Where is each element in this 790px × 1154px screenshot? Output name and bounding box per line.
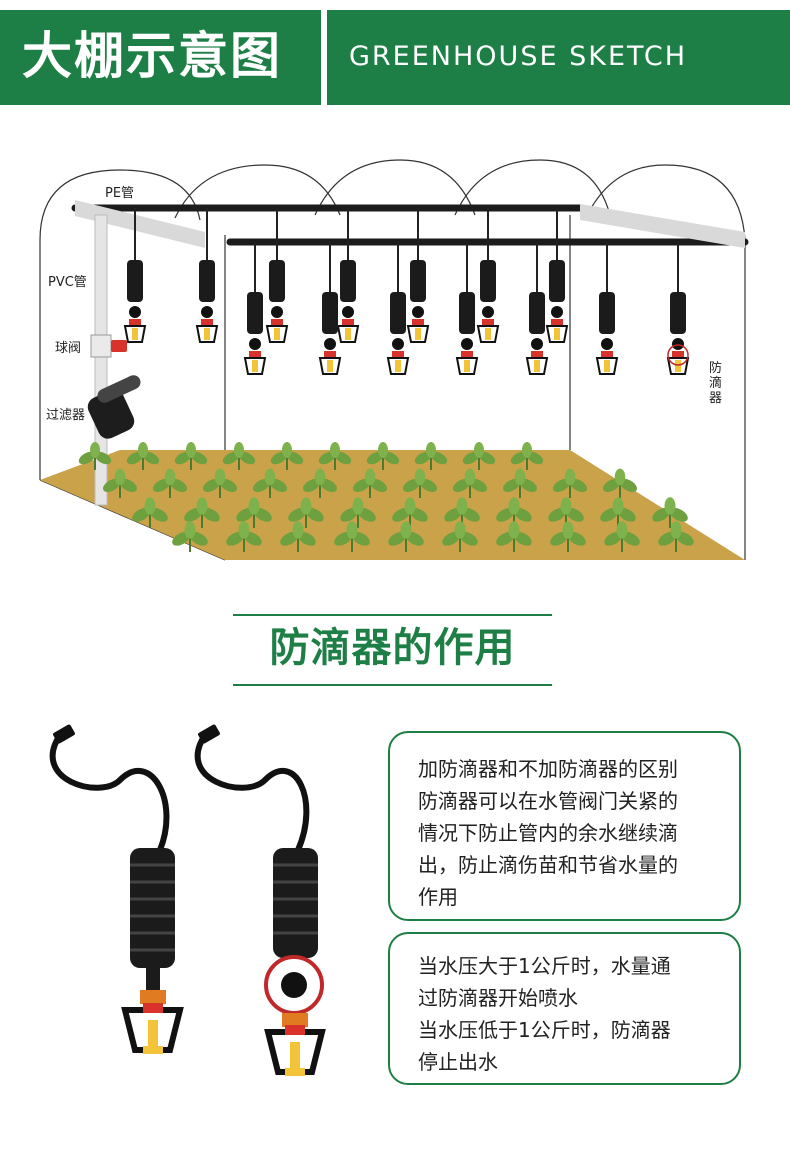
seedling-icon	[288, 497, 324, 528]
seedling-icon	[366, 442, 400, 470]
seedling-icon	[496, 497, 532, 528]
seedling-icon	[414, 442, 448, 470]
seedling-icon	[496, 521, 532, 552]
hanging-sprinkler-icon	[336, 208, 360, 343]
label-pvc-pipe: PVC管	[48, 275, 87, 290]
seedling-icon	[442, 521, 478, 552]
header-title-cn: 大棚示意图	[22, 27, 282, 85]
seedling-icon	[253, 468, 287, 498]
anti-drip-device-comparison	[49, 724, 326, 1076]
hanging-sprinkler-icon	[595, 242, 619, 375]
label-anti-drip-1: 防	[709, 360, 722, 376]
info-line: 加防滴器和不加防滴器的区别	[418, 757, 678, 781]
section-title: 防滴器的作用	[269, 625, 516, 671]
seedling-icon	[280, 521, 316, 552]
seedling-icon	[444, 497, 480, 528]
label-ball-valve: 球阀	[55, 341, 81, 356]
seedling-icon	[174, 442, 208, 470]
hanging-sprinklers	[123, 208, 690, 375]
hanging-sprinkler-icon	[476, 208, 500, 343]
hanging-sprinkler-icon	[386, 242, 410, 375]
seedling-icon	[510, 442, 544, 470]
seedling-icon	[392, 497, 428, 528]
pe-pipes	[71, 200, 749, 248]
seedling-icon	[652, 497, 688, 528]
info-box-pressure-text: 当水压大于1公斤时，水量通 过防滴器开始喷水 当水压低于1公斤时，防滴器 停止出…	[418, 950, 723, 1078]
header-title-en: GREENHOUSE SKETCH	[349, 41, 688, 72]
hanging-sprinkler-icon	[455, 242, 479, 375]
seedling-icon	[226, 521, 262, 552]
label-anti-drip-3: 器	[709, 391, 722, 406]
seedling-icon	[462, 442, 496, 470]
hanging-sprinkler-icon	[123, 208, 147, 343]
seedling-icon	[203, 468, 237, 498]
greenhouse-frame	[39, 159, 746, 561]
seedling-icon	[184, 497, 220, 528]
seedling-icon	[126, 442, 160, 470]
label-pe-pipe: PE管	[105, 186, 134, 201]
info-box-pressure: 当水压大于1公斤时，水量通 过防滴器开始喷水 当水压低于1公斤时，防滴器 停止出…	[388, 932, 741, 1085]
hanging-sprinkler-icon	[525, 242, 549, 375]
seedling-icon	[604, 521, 640, 552]
hanging-sprinkler-icon	[406, 208, 430, 343]
info-line: 情况下防止管内的余水继续滴	[418, 821, 678, 845]
sprinkler-without-anti-drip	[49, 724, 184, 1054]
seedling-icon	[318, 442, 352, 470]
seedling-icon	[303, 468, 337, 498]
anti-drip-highlight	[667, 344, 689, 366]
info-line: 当水压大于1公斤时，水量通	[418, 954, 671, 978]
info-line: 作用	[418, 885, 458, 909]
disc-filter-icon	[87, 375, 141, 439]
section-divider-bottom	[233, 684, 552, 686]
info-box-difference: 加防滴器和不加防滴器的区别 防滴器可以在水管阀门关紧的 情况下防止管内的余水继续…	[388, 731, 741, 921]
seedling-icon	[453, 468, 487, 498]
seedling-icon	[132, 497, 168, 528]
seedling-icon	[600, 497, 636, 528]
seedling-icon	[550, 521, 586, 552]
seedling-icon	[270, 442, 304, 470]
label-filter: 过滤器	[46, 408, 85, 423]
hanging-sprinkler-icon	[666, 242, 690, 375]
info-line: 防滴器可以在水管阀门关紧的	[418, 789, 678, 813]
info-box-difference-text: 加防滴器和不加防滴器的区别 防滴器可以在水管阀门关紧的 情况下防止管内的余水继续…	[418, 753, 723, 913]
seedling-icon	[388, 521, 424, 552]
info-line: 停止出水	[418, 1050, 498, 1074]
label-anti-drip-2: 滴	[709, 375, 722, 391]
seedling-icon	[353, 468, 387, 498]
info-line: 当水压低于1公斤时，防滴器	[418, 1018, 671, 1042]
seedling-icon	[236, 497, 272, 528]
info-line: 过防滴器开始喷水	[418, 986, 578, 1010]
plant-rows	[78, 442, 694, 552]
seedling-icon	[103, 468, 137, 498]
sprinkler-with-anti-drip	[194, 724, 326, 1076]
seedling-icon	[658, 521, 694, 552]
seedling-icon	[153, 468, 187, 498]
seedling-icon	[503, 468, 537, 498]
hanging-sprinkler-icon	[195, 208, 219, 343]
section-divider-top	[233, 614, 552, 616]
seedling-icon	[553, 468, 587, 498]
hanging-sprinkler-icon	[265, 208, 289, 343]
seedling-icon	[334, 521, 370, 552]
greenhouse-sketch: PE管 PVC管 球阀 过滤器 防 滴 器	[39, 159, 749, 561]
seedling-icon	[403, 468, 437, 498]
hanging-sprinkler-icon	[243, 242, 267, 375]
ball-valve-icon	[90, 334, 127, 358]
seedling-icon	[548, 497, 584, 528]
seedling-icon	[222, 442, 256, 470]
header-title-block: 大棚示意图	[0, 10, 321, 105]
header-subtitle-block: GREENHOUSE SKETCH	[327, 10, 790, 105]
seedling-icon	[78, 442, 112, 470]
seedling-icon	[172, 521, 208, 552]
seedling-icon	[340, 497, 376, 528]
info-line: 出，防止滴伤苗和节省水量的	[418, 853, 678, 877]
hanging-sprinkler-icon	[545, 208, 569, 343]
seedling-icon	[603, 468, 637, 498]
hanging-sprinkler-icon	[318, 242, 342, 375]
